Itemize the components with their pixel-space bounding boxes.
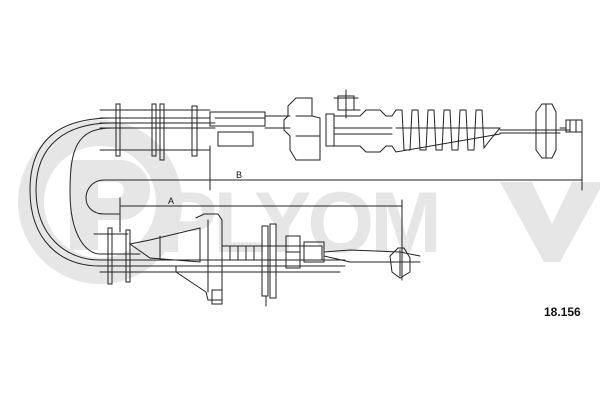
lower-end-clip [389,247,411,279]
lower-threaded-rod [221,245,323,261]
sheath-bend-inner [69,127,141,255]
upper-ferrule [209,111,266,127]
part-number: 18.156 [544,305,581,319]
lower-adjuster-plate-2 [269,223,277,299]
watermark-p-icon [70,160,150,250]
lower-clamp-2 [125,229,131,283]
cable-drawing [29,89,583,307]
lower-inner-cable [323,249,421,257]
lower-adjuster-plate-1 [261,225,269,297]
upper-clamp-2 [151,103,157,157]
brand-watermark: PLYOM [18,120,600,284]
watermark-text: PLYOM [160,175,438,271]
cable-end-pin [565,119,583,133]
upper-clamp-1 [115,103,121,157]
dimension-loop [85,179,211,215]
dimension-a-label: A [168,196,174,206]
watermark-v-icon [500,182,600,262]
lower-clamp-1 [107,227,113,285]
upper-clamp-3 [159,103,165,161]
lower-ferrule-cone [128,227,201,263]
end-washer [535,103,557,159]
sheath-bend-outer [29,117,141,267]
upper-locknut [325,113,335,147]
upper-clamp-4 [191,105,198,157]
sheath-bend-outer-2 [35,122,141,261]
dimension-b-label: B [236,170,242,180]
rubber-boot [391,109,501,151]
upper-adjuster-nut [283,97,321,161]
watermark-ring-icon [18,120,183,284]
